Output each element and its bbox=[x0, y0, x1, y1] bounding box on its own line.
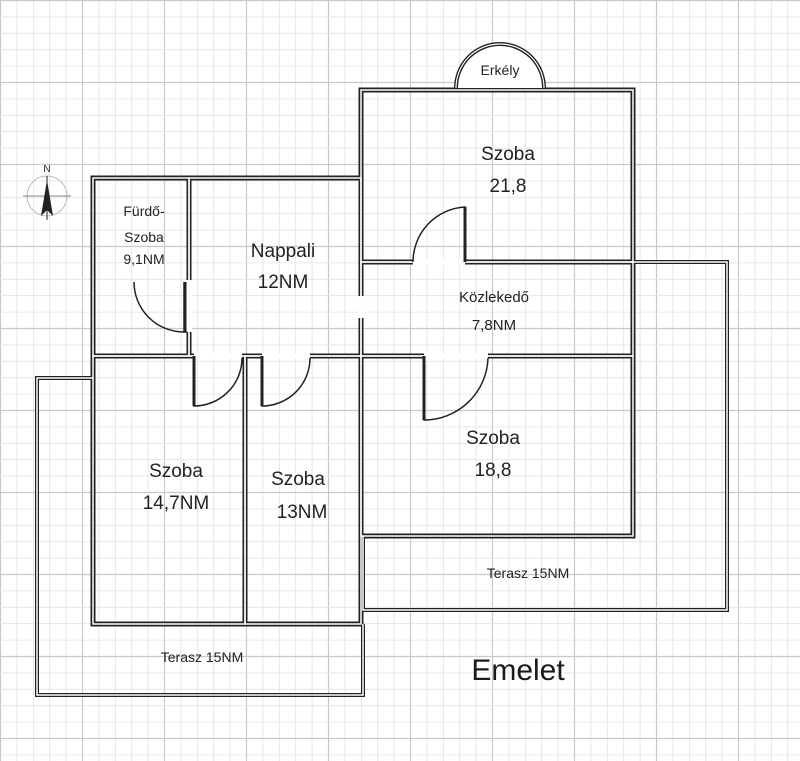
door-swing-bedroom-top bbox=[412, 206, 466, 263]
door-swing-bedroom-middle bbox=[261, 356, 311, 407]
bedroom-right-area: 18,8 bbox=[475, 460, 512, 481]
corridor-area: 7,8NM bbox=[472, 317, 516, 334]
bedroom-left-area: 14,7NM bbox=[143, 493, 210, 514]
corridor-name: Közlekedő bbox=[459, 289, 529, 306]
door-openings bbox=[186, 259, 488, 359]
terrace-left-label: Terasz 15NM bbox=[161, 649, 243, 665]
balcony-label: Erkély bbox=[481, 62, 520, 78]
door-swing-bedroom-right bbox=[423, 356, 489, 421]
bathroom-area: 9,1NM bbox=[123, 251, 164, 267]
wall-corridor bbox=[358, 259, 636, 359]
compass-label: N bbox=[43, 164, 50, 175]
bedroom-middle-name: Szoba bbox=[271, 469, 325, 490]
bedroom-top-area: 21,8 bbox=[490, 176, 527, 197]
door-swing-bedroom-left bbox=[193, 356, 243, 407]
bedroom-middle-area: 13NM bbox=[277, 502, 328, 523]
terrace-inner-lines bbox=[36, 261, 728, 696]
wall-living-room bbox=[186, 175, 364, 359]
balcony bbox=[454, 42, 546, 89]
terrace-right-label: Terasz 15NM bbox=[487, 565, 569, 581]
bathroom-name-line1: Fürdő- bbox=[123, 203, 165, 219]
living-room-area: 12NM bbox=[258, 272, 309, 293]
floor-title: Emelet bbox=[471, 654, 565, 687]
bedroom-left-name: Szoba bbox=[149, 461, 203, 482]
bedroom-top-name: Szoba bbox=[481, 144, 535, 165]
bedroom-right-name: Szoba bbox=[466, 428, 520, 449]
living-room-name: Nappali bbox=[251, 241, 315, 262]
door-leaves bbox=[183, 207, 467, 420]
terrace-left-outline bbox=[35, 376, 365, 697]
door-swing-bathroom bbox=[133, 281, 187, 333]
compass-icon: N bbox=[23, 164, 71, 220]
bathroom-name-line2: Szoba bbox=[124, 229, 164, 245]
